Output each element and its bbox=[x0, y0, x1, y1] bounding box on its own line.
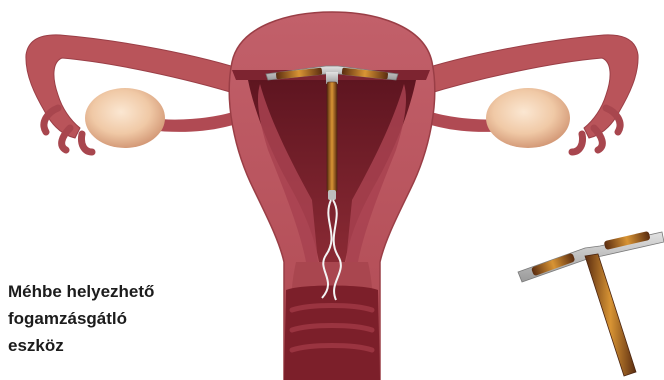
iud-device-icon bbox=[518, 231, 664, 376]
caption-line-1: Méhbe helyezhető bbox=[8, 278, 154, 305]
cervical-canal bbox=[284, 286, 380, 380]
caption-line-2: fogamzásgátló bbox=[8, 305, 154, 332]
caption: Méhbe helyezhető fogamzásgátló eszköz bbox=[8, 278, 154, 359]
right-ovary bbox=[486, 88, 570, 148]
left-ovary bbox=[85, 88, 165, 148]
caption-line-3: eszköz bbox=[8, 332, 154, 359]
